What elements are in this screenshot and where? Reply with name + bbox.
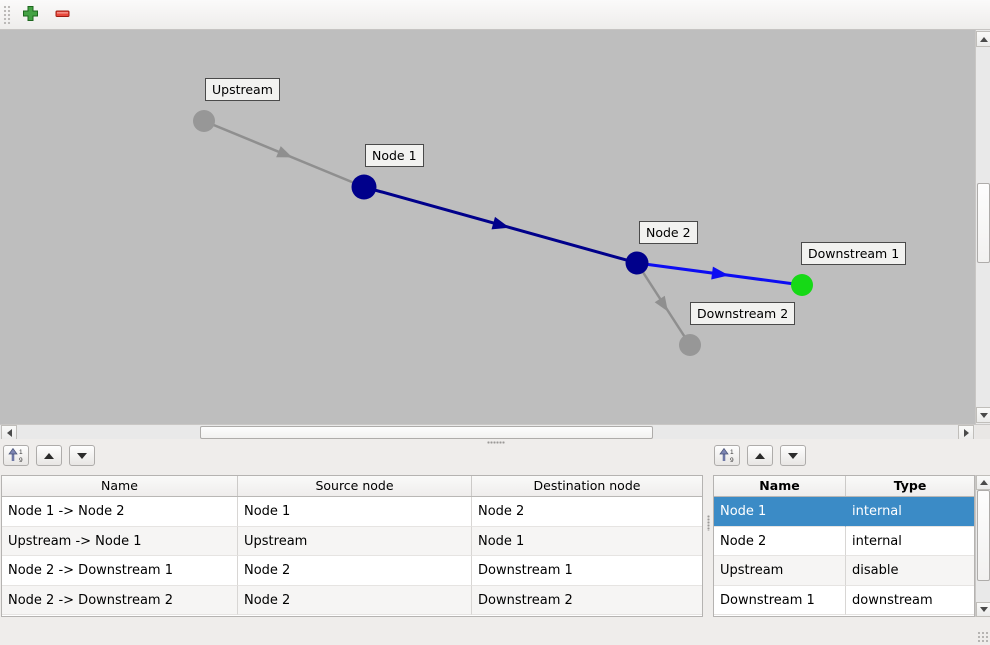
links-move-down-button[interactable] — [69, 445, 95, 466]
link-destination-cell: Node 1 — [472, 527, 702, 556]
scroll-down-button[interactable] — [976, 602, 990, 617]
triangle-up-icon — [44, 452, 54, 459]
resize-grip[interactable] — [977, 631, 988, 642]
plus-icon — [22, 5, 39, 25]
main-toolbar — [0, 0, 990, 30]
node-type-cell: disable — [846, 556, 974, 586]
column-header-source-node[interactable]: Source node — [238, 476, 472, 496]
node-name-cell: Node 2 — [714, 526, 846, 556]
triangle-up-icon — [755, 452, 765, 459]
graph-svg — [193, 110, 813, 356]
link-source-cell: Node 2 — [238, 556, 472, 586]
triangle-down-icon — [979, 607, 988, 612]
remove-button[interactable] — [51, 4, 73, 26]
node-downstream1[interactable] — [791, 274, 813, 296]
node-label-downstream2: Downstream 2 — [690, 302, 796, 325]
arrowhead-icon — [654, 295, 668, 312]
svg-text:1: 1 — [730, 449, 734, 456]
link-name-cell: Upstream -> Node 1 — [2, 526, 238, 556]
scroll-down-button[interactable] — [976, 407, 990, 423]
column-header-type[interactable]: Type — [893, 478, 927, 493]
triangle-up-icon — [979, 480, 988, 485]
links-table: Name Source node Destination node Node 1… — [1, 475, 703, 617]
links-table-header: Name Source node Destination node — [2, 476, 702, 497]
node-name-cell: Downstream 1 — [714, 585, 846, 615]
triangle-left-icon — [6, 428, 12, 437]
sort-ascending-icon: 1 9 — [8, 448, 23, 463]
links-move-up-button[interactable] — [36, 445, 62, 466]
triangle-down-icon — [77, 452, 87, 459]
node-type-cell: downstream — [846, 586, 974, 615]
nodes-table: Name Type Node 1 internal Node 2 interna… — [713, 475, 975, 617]
table-splitter[interactable] — [704, 475, 712, 617]
table-row[interactable]: Downstream 1 downstream — [714, 585, 974, 615]
link-name-cell: Node 1 -> Node 2 — [2, 497, 238, 527]
sort-ascending-icon: 1 9 — [719, 448, 734, 463]
nodes-table-scrollbar[interactable] — [975, 475, 990, 617]
link-source-cell: Node 2 — [238, 585, 472, 615]
panel-splitter[interactable] — [0, 439, 990, 445]
node-node2[interactable] — [625, 251, 649, 275]
nodes-sort-button[interactable]: 1 9 — [714, 445, 740, 466]
scroll-up-button[interactable] — [976, 475, 990, 490]
table-row[interactable]: Node 2 internal — [714, 526, 974, 556]
nodes-move-up-button[interactable] — [747, 445, 773, 466]
table-row[interactable]: Upstream disable — [714, 556, 974, 586]
link-name-cell: Node 2 -> Downstream 2 — [2, 585, 238, 615]
scrollbar-thumb[interactable] — [200, 426, 653, 439]
toolbar-drag-handle[interactable] — [3, 5, 11, 24]
node-type-cell: internal — [846, 497, 974, 527]
link-source-cell: Upstream — [238, 526, 472, 556]
table-row[interactable]: Node 1 -> Node 2 Node 1 Node 2 — [2, 497, 702, 527]
graph-horizontal-scrollbar[interactable] — [0, 424, 975, 440]
graph-vertical-scrollbar[interactable] — [975, 30, 990, 424]
table-row[interactable]: Node 2 -> Downstream 1 Node 2 Downstream… — [2, 556, 702, 586]
arrowhead-icon — [491, 216, 510, 230]
node-label-upstream: Upstream — [205, 78, 280, 101]
node-type-cell: internal — [846, 527, 974, 556]
node-name-cell: Node 1 — [714, 497, 846, 527]
triangle-up-icon — [979, 36, 988, 42]
scrollbar-thumb[interactable] — [977, 183, 990, 263]
nodes-move-down-button[interactable] — [780, 445, 806, 466]
node-label-node1: Node 1 — [365, 144, 424, 167]
link-destination-cell: Node 2 — [472, 497, 702, 527]
scroll-left-button[interactable] — [1, 425, 17, 440]
link-destination-cell: Downstream 1 — [472, 556, 702, 586]
triangle-right-icon — [963, 428, 969, 437]
svg-text:9: 9 — [19, 457, 23, 463]
svg-text:1: 1 — [19, 449, 23, 456]
graph-canvas[interactable]: Upstream Node 1 Node 2 Downstream 1 Down… — [0, 30, 975, 424]
arrowhead-icon — [711, 266, 729, 280]
links-sort-button[interactable]: 1 9 — [3, 445, 29, 466]
table-row-selected[interactable]: Node 1 internal — [714, 497, 974, 527]
link-destination-cell: Downstream 2 — [472, 586, 702, 615]
column-header-destination-node[interactable]: Destination node — [533, 478, 641, 493]
add-button[interactable] — [19, 4, 41, 26]
column-header-name[interactable]: Name — [714, 476, 846, 496]
table-row[interactable]: Upstream -> Node 1 Upstream Node 1 — [2, 526, 702, 556]
splitter-handle-icon — [707, 515, 710, 531]
triangle-down-icon — [979, 412, 988, 418]
nodes-table-header: Name Type — [714, 476, 974, 497]
scrollbar-thumb[interactable] — [977, 490, 990, 581]
node-downstream2[interactable] — [679, 334, 701, 356]
table-row[interactable]: Node 2 -> Downstream 2 Node 2 Downstream… — [2, 585, 702, 615]
minus-icon — [54, 5, 71, 25]
node-node1[interactable] — [351, 174, 377, 200]
column-header-name[interactable]: Name — [2, 476, 238, 496]
node-label-node2: Node 2 — [639, 221, 698, 244]
scroll-up-button[interactable] — [976, 31, 990, 47]
node-label-downstream1: Downstream 1 — [801, 242, 907, 265]
link-name-cell: Node 2 -> Downstream 1 — [2, 556, 238, 586]
triangle-down-icon — [788, 452, 798, 459]
splitter-handle-icon — [487, 441, 505, 444]
arrowhead-icon — [276, 146, 293, 158]
scroll-right-button[interactable] — [958, 425, 974, 440]
node-upstream[interactable] — [193, 110, 215, 132]
node-name-cell: Upstream — [714, 556, 846, 586]
link-source-cell: Node 1 — [238, 497, 472, 527]
scrollbar-corner — [975, 424, 990, 439]
svg-text:9: 9 — [730, 457, 734, 463]
